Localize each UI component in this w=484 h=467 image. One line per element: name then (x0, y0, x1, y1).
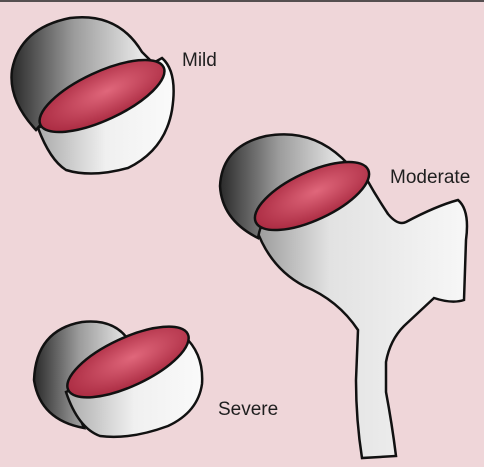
severe-slip-illustration (34, 312, 202, 437)
label-mild: Mild (182, 50, 217, 72)
label-moderate: Moderate (390, 167, 470, 189)
mild-slip-illustration (12, 17, 174, 173)
label-severe: Severe (218, 399, 278, 421)
